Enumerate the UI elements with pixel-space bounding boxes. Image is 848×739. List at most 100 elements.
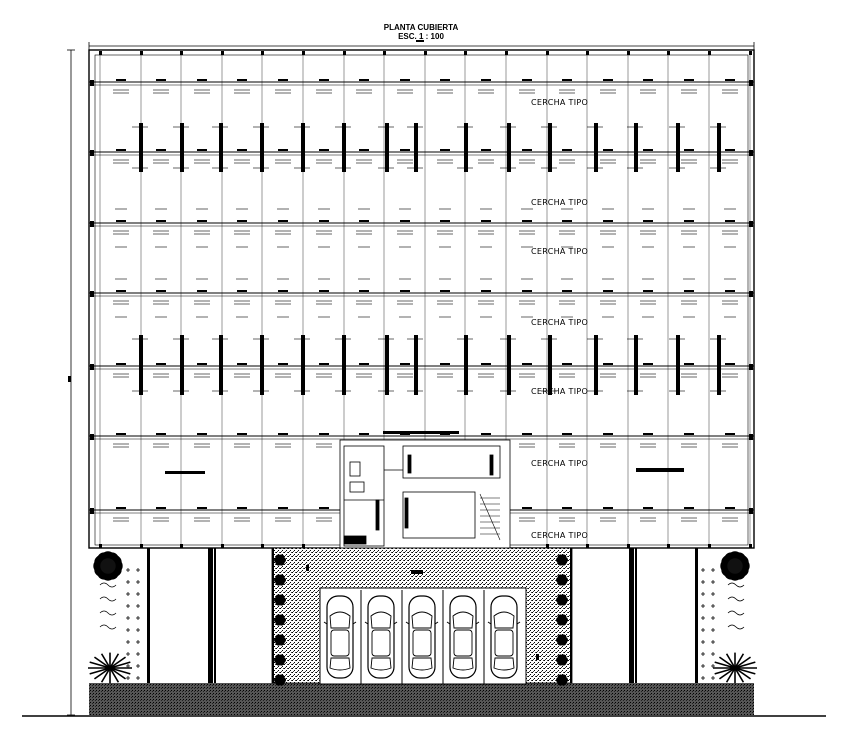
truss-connection (319, 433, 329, 435)
truss-connection (481, 290, 491, 292)
stair-steps (479, 493, 501, 541)
palm-leaf (734, 661, 756, 669)
shrub (274, 654, 286, 666)
truss-connection (278, 220, 288, 222)
palm-leaf (718, 667, 736, 680)
bracing-member (676, 335, 680, 395)
column-mark (464, 51, 467, 55)
vine (727, 582, 745, 588)
groundcover-mark (126, 616, 130, 620)
shrub-leaf (278, 614, 285, 621)
truss-connection (278, 433, 288, 435)
truss-connection (278, 149, 288, 151)
sidewalk (89, 683, 754, 715)
vine (99, 596, 117, 602)
shrub (274, 594, 286, 606)
truss-connection (440, 149, 450, 151)
truss-connection (643, 79, 653, 81)
truss-connection (522, 507, 532, 509)
car-mirror (446, 621, 451, 625)
truss-connection (116, 433, 126, 435)
palm-leaf (714, 667, 736, 675)
column-mark (99, 544, 102, 548)
column-mark (749, 434, 753, 440)
bracing-member (301, 335, 305, 395)
shrub (274, 634, 286, 646)
tree (93, 551, 123, 581)
groundcover-mark (711, 640, 715, 644)
bracing-member (676, 123, 680, 172)
car-roof (453, 629, 473, 657)
truss-connection (725, 79, 735, 81)
car-rear-window (329, 657, 351, 671)
truss-connection (359, 290, 369, 292)
shrub (556, 574, 568, 586)
truss-connection (684, 433, 694, 435)
column-mark (140, 544, 143, 548)
bracing-member (594, 335, 598, 395)
truss-connection (684, 79, 694, 81)
bracing-member (260, 335, 264, 395)
truss-connection (156, 79, 166, 81)
truss-connection (319, 290, 329, 292)
shrub-leaf (560, 654, 567, 661)
shrub-leaf (560, 594, 567, 601)
bracing-member (139, 123, 143, 172)
palm-leaf (89, 661, 111, 669)
bracing-member (594, 123, 598, 172)
car-windshield (329, 611, 351, 629)
truss-connection (481, 149, 491, 151)
bracing-member (342, 123, 346, 172)
truss-connection (319, 149, 329, 151)
truss-connection (725, 290, 735, 292)
truss-connection (116, 507, 126, 509)
truss-connection (684, 149, 694, 151)
shrub (556, 594, 568, 606)
car-mirror (475, 621, 480, 625)
car-roof (371, 629, 391, 657)
truss-connection (440, 79, 450, 81)
column-mark (90, 150, 94, 156)
shrub (556, 654, 568, 666)
column-mark (708, 544, 711, 548)
groundcover-mark (711, 616, 715, 620)
column-mark (749, 80, 753, 86)
groundcover-mark (126, 592, 130, 596)
groundcover-mark (126, 604, 130, 608)
truss-connection (156, 363, 166, 365)
shrub (274, 674, 286, 686)
column-mark (90, 80, 94, 86)
column-mark (749, 291, 753, 297)
truss-connection (562, 507, 572, 509)
palm-leaf (109, 667, 131, 675)
shrub-leaf (278, 594, 285, 601)
palm-leaf (734, 667, 756, 675)
truss-connection (643, 149, 653, 151)
column-mark (221, 544, 224, 548)
palm-leaf (725, 653, 736, 669)
car-mirror (405, 621, 410, 625)
shrub-leaf (560, 614, 567, 621)
bracing-member (180, 335, 184, 395)
truss-connection (481, 79, 491, 81)
truss-connection (643, 290, 653, 292)
truss-connection (643, 507, 653, 509)
palm-leaf (718, 656, 736, 669)
truss-connection (359, 433, 369, 435)
groundcover-mark (126, 664, 130, 668)
tree-canopy (727, 558, 743, 574)
car-mirror (364, 621, 369, 625)
truss-label: CERCHA TIPO (531, 247, 588, 256)
column-mark (749, 221, 753, 227)
truss-connection (237, 220, 247, 222)
palm-leaf (100, 667, 111, 683)
shrub-leaf (560, 554, 567, 561)
groundcover-mark (136, 664, 140, 668)
truss-connection (603, 290, 613, 292)
truss-connection (400, 79, 410, 81)
groundcover-mark (126, 580, 130, 584)
bracing-member (414, 335, 418, 395)
groundcover-mark (701, 604, 705, 608)
shrub-leaf (278, 674, 285, 681)
column-mark (667, 544, 670, 548)
